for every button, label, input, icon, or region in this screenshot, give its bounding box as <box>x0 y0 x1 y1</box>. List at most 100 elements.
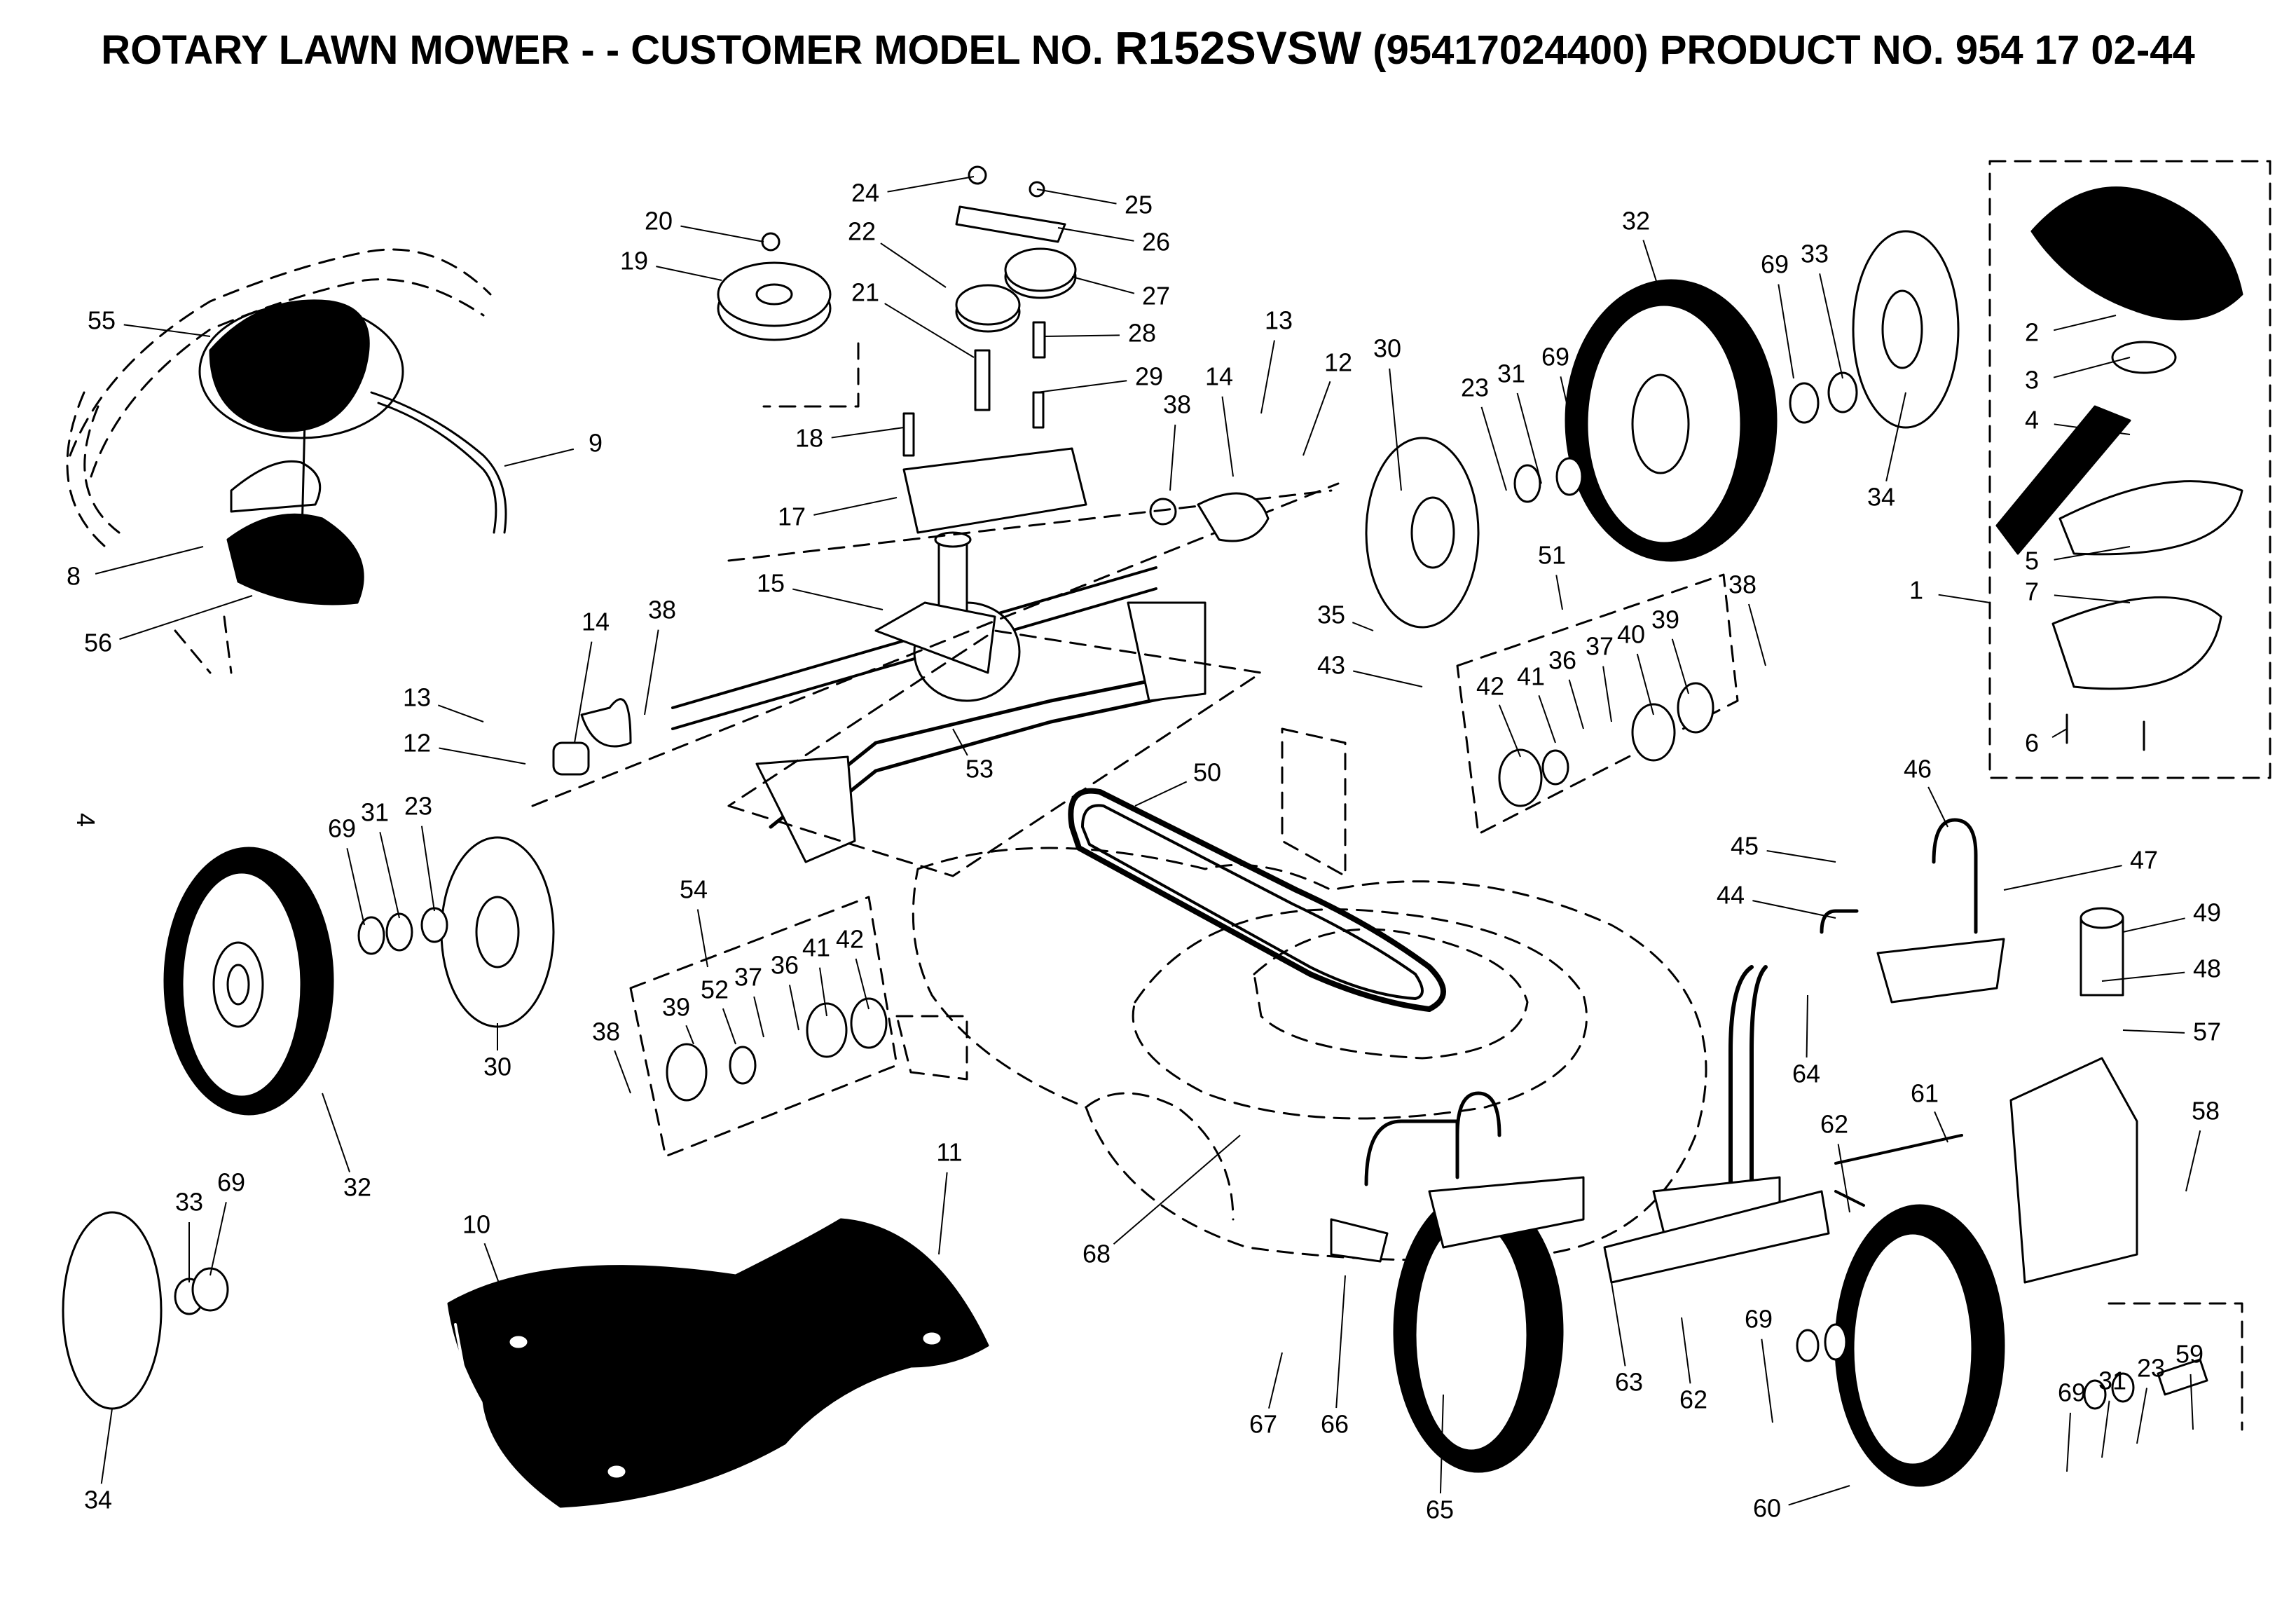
leader-line-32 <box>322 1093 350 1172</box>
part-callout-18: 18 <box>795 424 823 453</box>
part-callout-14: 14 <box>1205 362 1233 391</box>
leader-line-31 <box>379 832 400 919</box>
gear-kit-54-box <box>629 896 898 1158</box>
leader-line-5 <box>2054 546 2131 561</box>
part-callout-61: 61 <box>1911 1079 1939 1108</box>
page-number: 4 <box>71 813 100 827</box>
part-callout-27: 27 <box>1142 282 1170 310</box>
leader-line-18 <box>831 427 905 439</box>
leader-line-62 <box>1681 1317 1691 1384</box>
part-callout-7: 7 <box>2025 577 2039 606</box>
leader-line-34 <box>100 1408 113 1484</box>
leader-line-8 <box>95 546 204 575</box>
leader-line-54 <box>696 909 708 968</box>
part-callout-10: 10 <box>462 1210 490 1239</box>
leader-line-44 <box>1752 900 1836 919</box>
leader-line-53 <box>952 728 968 756</box>
leader-line-38 <box>644 629 659 716</box>
leader-line-41 <box>819 967 827 1017</box>
leader-line-27 <box>1071 276 1135 294</box>
leader-line-33 <box>1819 273 1843 379</box>
part-callout-8: 8 <box>67 562 81 591</box>
leader-line-12 <box>439 747 526 765</box>
part-callout-34: 34 <box>1867 483 1895 512</box>
leader-line-21 <box>884 303 975 358</box>
leader-line-31 <box>2101 1400 2110 1458</box>
leader-line-69 <box>1761 1338 1773 1423</box>
part-callout-43: 43 <box>1317 651 1345 680</box>
part-callout-30: 30 <box>1373 334 1401 363</box>
diagram-title: ROTARY LAWN MOWER - - CUSTOMER MODEL NO.… <box>0 21 2296 74</box>
mower-deck <box>895 727 1707 1261</box>
part-callout-46: 46 <box>1904 755 1932 783</box>
title-prefix: ROTARY LAWN MOWER - - CUSTOMER MODEL NO. <box>101 27 1104 73</box>
leader-line-32 <box>1642 240 1661 295</box>
part-callout-69: 69 <box>2058 1378 2086 1407</box>
leader-line-10 <box>483 1242 512 1318</box>
wheel-front-caster <box>1330 1091 1585 1473</box>
part-callout-38: 38 <box>648 596 676 624</box>
leader-line-63 <box>1611 1282 1626 1367</box>
part-callout-38: 38 <box>1163 390 1191 419</box>
leader-line-15 <box>792 588 884 610</box>
part-callout-13: 13 <box>1265 306 1293 335</box>
leader-line-69 <box>346 848 365 926</box>
part-callout-25: 25 <box>1125 191 1153 219</box>
part-callout-1: 1 <box>1909 576 1923 605</box>
height-adjust-rod <box>727 601 1263 877</box>
hub-cap-left <box>62 1211 163 1410</box>
wheel-front-right <box>1796 1204 2005 1487</box>
leader-line-30 <box>1389 368 1402 491</box>
leader-line-69 <box>2066 1412 2071 1472</box>
leader-line-14 <box>574 641 593 744</box>
leader-line-29 <box>1036 380 1127 393</box>
part-callout-69: 69 <box>328 814 356 843</box>
leader-line-6 <box>2051 728 2068 738</box>
part-callout-37: 37 <box>734 963 762 992</box>
leader-line-41 <box>1538 694 1556 744</box>
part-callout-13: 13 <box>403 683 431 712</box>
part-callout-62: 62 <box>1820 1110 1848 1139</box>
part-callout-29: 29 <box>1135 362 1163 391</box>
leader-line-69 <box>1560 376 1584 477</box>
part-callout-52: 52 <box>701 975 729 1004</box>
leader-line-13 <box>437 704 484 723</box>
part-callout-19: 19 <box>620 247 648 275</box>
part-callout-68: 68 <box>1082 1240 1111 1268</box>
part-callout-38: 38 <box>1728 570 1757 599</box>
leader-line-9 <box>504 448 575 467</box>
part-callout-48: 48 <box>2193 954 2221 983</box>
part-callout-54: 54 <box>680 875 708 904</box>
part-callout-56: 56 <box>84 629 112 657</box>
leader-line-38 <box>614 1050 631 1094</box>
part-callout-62: 62 <box>1679 1385 1707 1414</box>
leader-line-38 <box>1748 603 1766 666</box>
leader-line-60 <box>1788 1485 1850 1506</box>
part-callout-3: 3 <box>2025 366 2039 395</box>
leader-line-43 <box>1353 670 1423 687</box>
leader-line-31 <box>1516 392 1542 484</box>
leader-line-36 <box>1568 679 1584 730</box>
leader-line-11 <box>938 1172 948 1255</box>
leader-line-23 <box>1480 406 1507 491</box>
leader-line-22 <box>880 242 947 288</box>
leader-line-2 <box>2053 315 2117 331</box>
leader-line-64 <box>1806 994 1808 1058</box>
part-callout-6: 6 <box>2025 729 2039 758</box>
part-callout-53: 53 <box>965 755 994 783</box>
part-callout-51: 51 <box>1538 541 1566 570</box>
leader-line-39 <box>1671 638 1689 694</box>
leader-line-34 <box>1885 392 1906 481</box>
leader-line-48 <box>2101 971 2185 982</box>
part-callout-69: 69 <box>1745 1305 1773 1334</box>
leader-line-65 <box>1439 1394 1444 1494</box>
leader-line-67 <box>1267 1352 1283 1409</box>
part-callout-50: 50 <box>1193 758 1221 787</box>
rear-deflector <box>447 1218 989 1515</box>
pulley-assembly <box>717 165 1087 534</box>
leader-line-69 <box>209 1202 227 1276</box>
part-callout-42: 42 <box>1476 672 1504 701</box>
part-callout-30: 30 <box>483 1053 511 1081</box>
